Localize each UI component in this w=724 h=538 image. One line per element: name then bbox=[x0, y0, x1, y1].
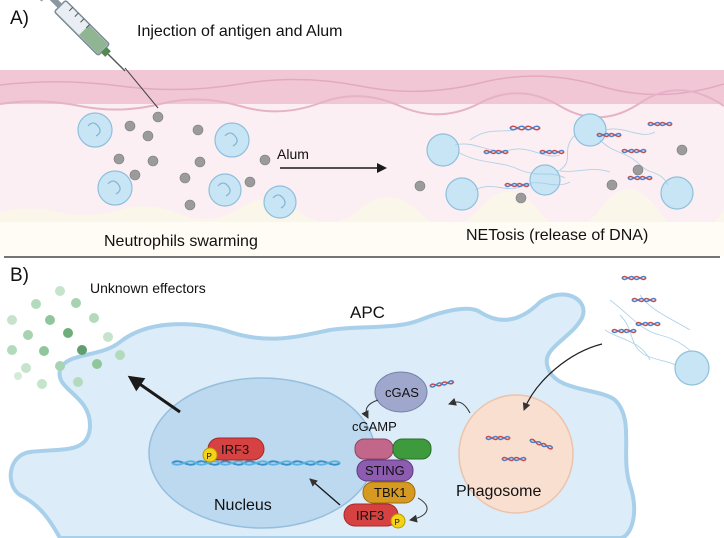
phospho-irf3 bbox=[390, 513, 406, 529]
cgamp-label: cGAMP bbox=[352, 419, 397, 434]
net-dna-cell bbox=[604, 275, 710, 386]
netosis-cells bbox=[426, 113, 694, 211]
panel-a-label: A) bbox=[10, 8, 29, 29]
panel-b: B) APC IRF3 P Nucleus Phagosome cGAS bbox=[7, 265, 710, 538]
nucleus-dna bbox=[171, 460, 341, 466]
alum-label: Alum bbox=[277, 146, 309, 162]
cgas-to-cgamp-arrow bbox=[361, 399, 379, 419]
cgas-dna bbox=[429, 380, 455, 388]
neutrophil-cells-left bbox=[77, 112, 297, 219]
irf3-nucleus-label: IRF3 bbox=[221, 442, 249, 457]
effectors-label: Unknown effectors bbox=[90, 280, 206, 296]
sting bbox=[356, 459, 414, 482]
phospho-nucleus bbox=[202, 447, 218, 463]
panel-b-label: B) bbox=[10, 265, 29, 286]
dna-icons-panel-a bbox=[483, 121, 673, 188]
nucleus-label: Nucleus bbox=[214, 497, 272, 514]
sting-right-domain bbox=[392, 438, 432, 460]
sting-label: STING bbox=[365, 463, 405, 478]
panel-a: A) Injection of antigen and Alum bbox=[0, 0, 724, 256]
injection-text: Injection of antigen and Alum bbox=[137, 23, 342, 40]
skin-wavy-line bbox=[0, 75, 724, 96]
irf3-label: IRF3 bbox=[356, 508, 384, 523]
sting-left-domain bbox=[354, 438, 394, 460]
phagosome bbox=[458, 394, 574, 514]
net-fibers bbox=[454, 127, 669, 191]
swarming-label: Neutrophils swarming bbox=[104, 233, 258, 250]
nucleus-to-effectors-arrow bbox=[127, 375, 181, 414]
phagosome-dna bbox=[485, 435, 554, 462]
phospho-nucleus-label: P bbox=[207, 452, 212, 461]
syringe-icon bbox=[37, 0, 126, 72]
phagosome-label: Phagosome bbox=[456, 483, 541, 500]
cgas-label: cGAS bbox=[385, 385, 419, 400]
skin-base bbox=[0, 222, 724, 256]
apc-label: APC bbox=[350, 303, 385, 322]
netosis-label: NETosis (release of DNA) bbox=[466, 227, 648, 244]
neutrophil-nuclei-left bbox=[87, 122, 286, 209]
cgas bbox=[374, 371, 428, 413]
tbk1-phosphorylation-arrow bbox=[409, 497, 428, 523]
injection-pointer bbox=[124, 67, 159, 109]
tbk1 bbox=[362, 481, 416, 504]
phospho-irf3-label: P bbox=[395, 518, 400, 527]
irf3-to-nucleus-arrow bbox=[309, 478, 341, 506]
effector-dots bbox=[7, 286, 125, 389]
skin-membrane bbox=[0, 89, 724, 119]
alum-particles-left bbox=[113, 111, 271, 211]
net-to-phagosome-arrow bbox=[522, 343, 603, 411]
alum-particles-right bbox=[414, 144, 688, 204]
phagosome-to-cgas-arrow bbox=[448, 397, 471, 414]
tbk1-label: TBK1 bbox=[374, 485, 407, 500]
